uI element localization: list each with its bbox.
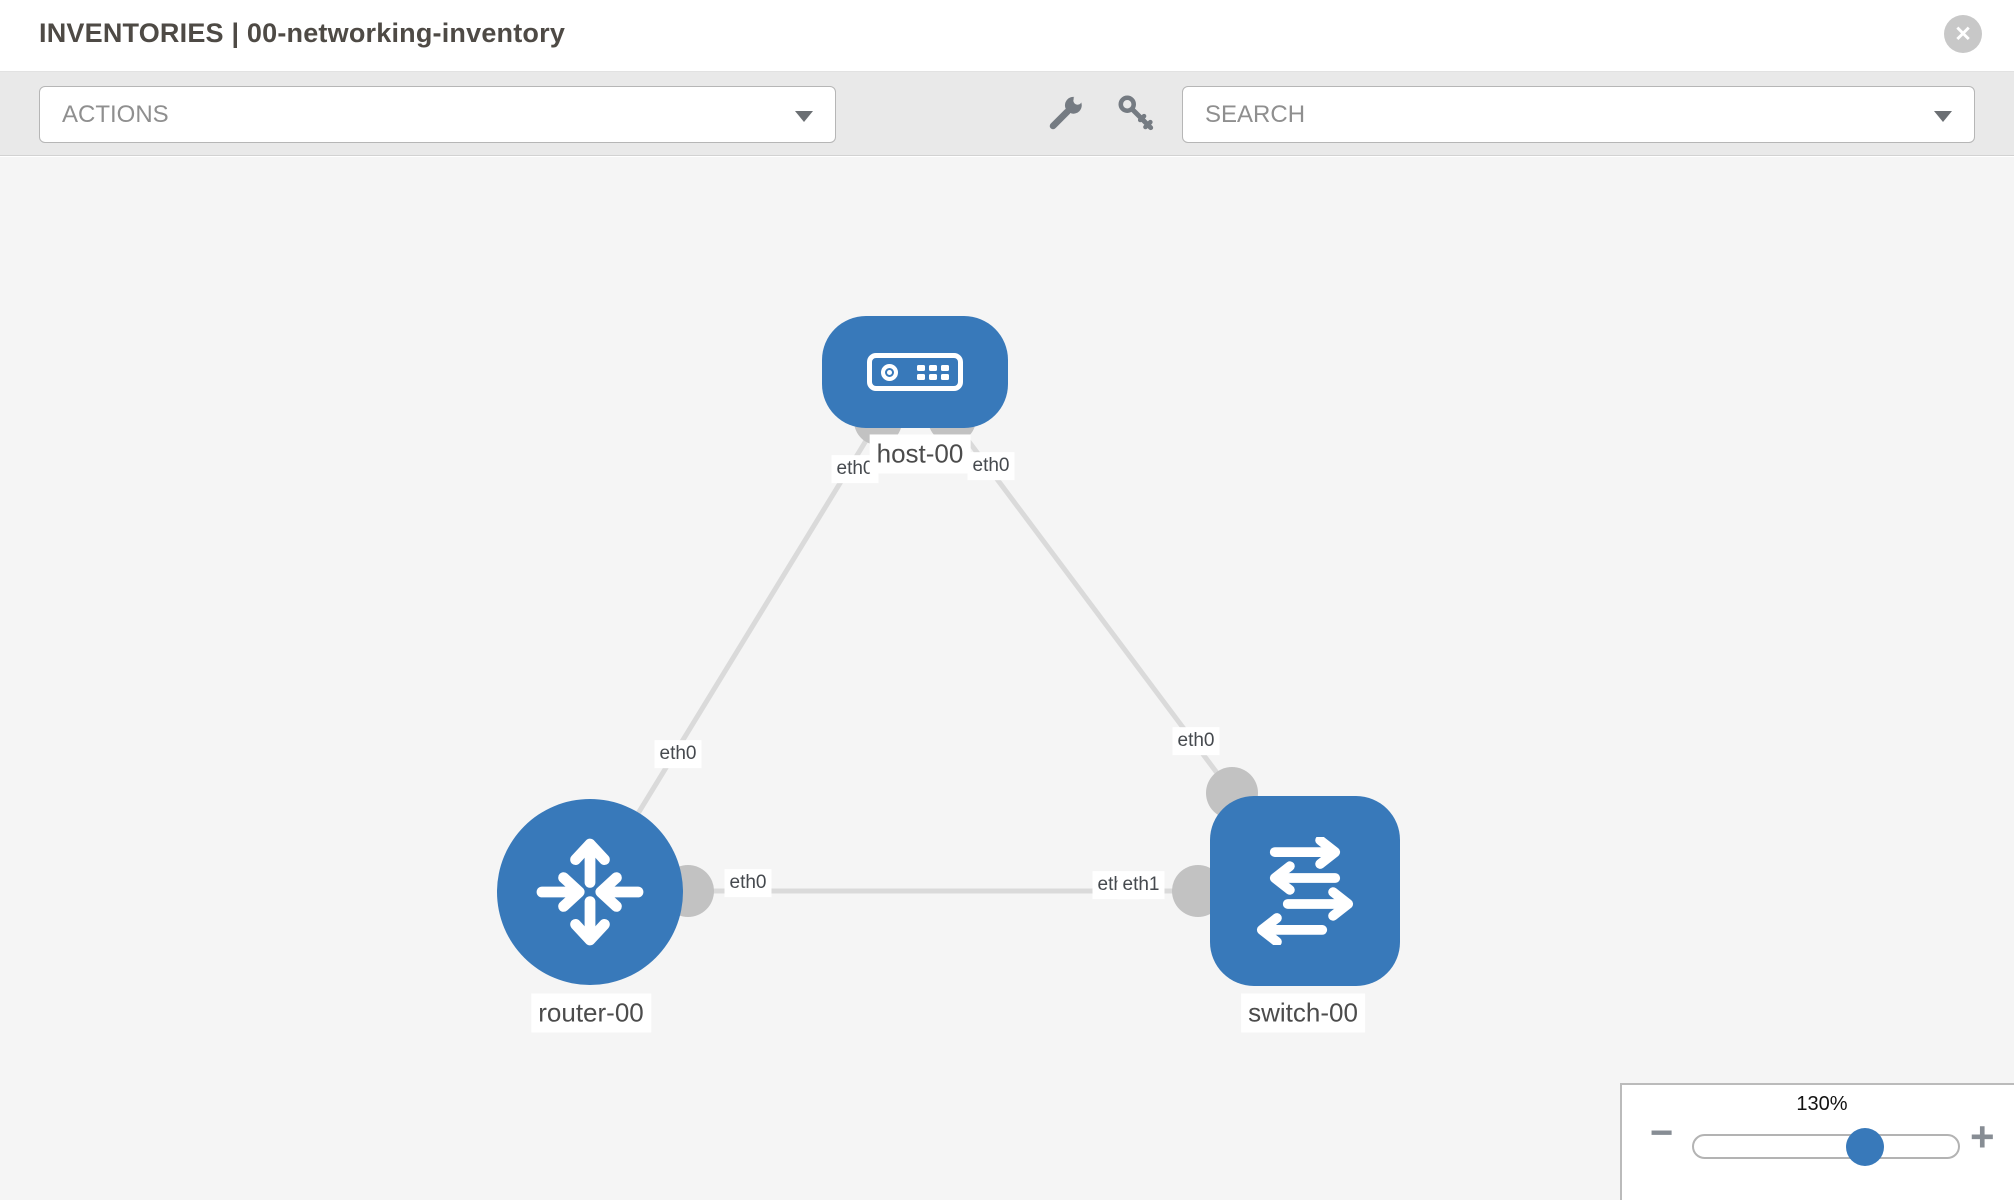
node-label-router: router-00	[531, 993, 651, 1033]
node-label-host: host-00	[869, 434, 971, 474]
key-icon[interactable]	[1114, 90, 1158, 136]
zoom-panel: 130% − +	[1620, 1083, 2014, 1200]
search-dropdown[interactable]: SEARCH	[1182, 86, 1975, 143]
node-host-00[interactable]	[822, 316, 1008, 428]
actions-dropdown[interactable]: ACTIONS	[39, 86, 836, 143]
zoom-in-button[interactable]: +	[1970, 1113, 1995, 1160]
zoom-level-value: 130%	[1796, 1093, 1848, 1115]
actions-dropdown-value: ACTIONS	[62, 100, 169, 128]
close-icon: ✕	[1954, 22, 1972, 46]
page-title: INVENTORIES | 00-networking-inventory	[39, 18, 566, 48]
toolbar: ACTIONS SEARCH	[0, 72, 2014, 156]
zoom-slider-track[interactable]	[1692, 1128, 1960, 1166]
server-led	[881, 363, 898, 381]
search-dropdown-value: SEARCH	[1205, 100, 1306, 128]
topology-canvas[interactable]: host-00 router-00 switch-00 eth0 eth0 et…	[0, 157, 2014, 1200]
server-icon	[867, 353, 963, 391]
zoom-slider-thumb[interactable]	[1846, 1128, 1884, 1166]
node-router-00[interactable]	[497, 799, 683, 985]
interface-label-switch-eth0-up: eth0	[1172, 727, 1220, 755]
links-layer	[587, 395, 1258, 917]
zoom-out-button[interactable]: −	[1650, 1111, 1674, 1155]
close-button[interactable]: ✕	[1944, 15, 1982, 53]
node-switch-00[interactable]	[1210, 796, 1400, 986]
header: INVENTORIES | 00-networking-inventory ✕	[0, 0, 2014, 72]
switch-arrows-icon	[1256, 837, 1354, 945]
interface-label-router-eth0-up: eth0	[654, 740, 702, 768]
router-arrows-icon	[536, 838, 644, 946]
chevron-down-icon	[795, 110, 813, 122]
interface-label-host-eth0-right: eth0	[967, 452, 1015, 480]
server-vents	[917, 364, 949, 380]
interface-label-router-eth0: eth0	[724, 869, 772, 897]
node-label-switch: switch-00	[1241, 993, 1365, 1033]
wrench-icon[interactable]	[1044, 90, 1088, 136]
toolbar-tools	[1044, 90, 1158, 136]
interface-label-switch-eth1: eth1	[1117, 871, 1165, 899]
chevron-down-icon	[1934, 110, 1952, 122]
